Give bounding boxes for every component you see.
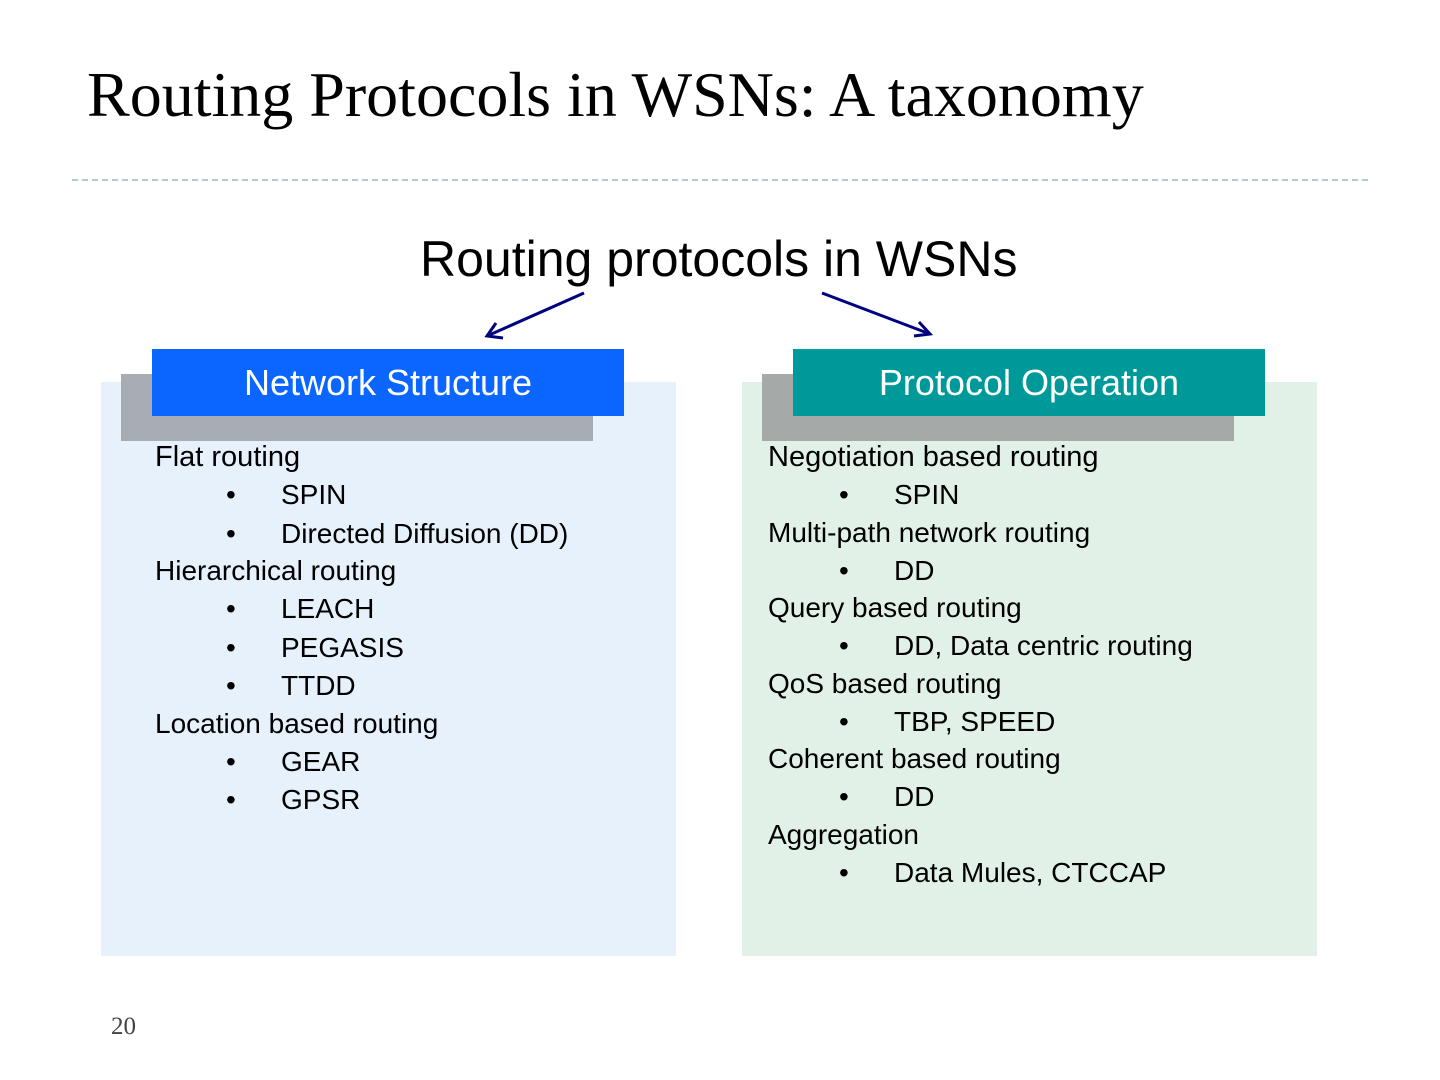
- group-title: Coherent based routing: [768, 743, 1061, 775]
- list-item-label: PEGASIS: [281, 631, 404, 663]
- list-item-label: DD: [894, 554, 935, 586]
- network-structure-panel: [101, 382, 676, 956]
- protocol-operation-header: Protocol Operation: [793, 349, 1265, 416]
- bullet-icon: •: [226, 517, 236, 549]
- bullet-icon: •: [839, 630, 849, 662]
- list-item-label: TBP, SPEED: [894, 705, 1056, 737]
- arrow-to-protocol-operation: [821, 291, 934, 338]
- network-structure-header: Network Structure: [152, 349, 624, 416]
- bullet-icon: •: [226, 631, 236, 663]
- list-item-label: Directed Diffusion (DD): [281, 517, 569, 549]
- group-title: QoS based routing: [768, 667, 1002, 699]
- list-item-label: SPIN: [281, 479, 347, 511]
- list-item: • TTDD: [155, 667, 568, 706]
- list-item: • DD: [768, 552, 1193, 591]
- group-title: Flat routing: [155, 441, 301, 473]
- group-title: Location based routing: [155, 707, 439, 739]
- list-item: • TBP, SPEED: [768, 703, 1193, 742]
- bullet-icon: •: [226, 593, 236, 625]
- protocol-operation-panel: [742, 382, 1317, 956]
- list-item-label: GEAR: [281, 745, 361, 777]
- list-item: • Data Mules, CTCCAP: [768, 854, 1193, 893]
- list-item: • SPIN: [155, 476, 568, 515]
- bullet-icon: •: [839, 479, 849, 511]
- bullet-icon: •: [839, 856, 849, 888]
- root-node-label: Routing protocols in WSNs: [420, 231, 1018, 287]
- list-item-label: SPIN: [894, 479, 960, 511]
- bullet-icon: •: [226, 784, 236, 816]
- list-item-label: TTDD: [281, 670, 356, 702]
- list-item: • DD, Data centric routing: [768, 627, 1193, 666]
- group-title: Negotiation based routing: [768, 441, 1099, 473]
- list-item: • SPIN: [768, 476, 1193, 515]
- title-divider: [72, 179, 1368, 181]
- page-number: 20: [111, 1013, 136, 1040]
- bullet-icon: •: [839, 781, 849, 813]
- list-item-label: DD, Data centric routing: [894, 630, 1193, 662]
- list-item: • PEGASIS: [155, 629, 568, 668]
- bullet-icon: •: [226, 670, 236, 702]
- list-item: • Directed Diffusion (DD): [155, 515, 568, 554]
- bullet-icon: •: [226, 745, 236, 777]
- list-item-label: LEACH: [281, 593, 375, 625]
- group-title: Aggregation: [768, 818, 920, 850]
- bullet-icon: •: [226, 479, 236, 511]
- list-item-label: DD: [894, 781, 935, 813]
- list-item: • LEACH: [155, 590, 568, 629]
- list-item-label: GPSR: [281, 784, 361, 816]
- bullet-icon: •: [839, 705, 849, 737]
- protocol-operation-list: Negotiation based routing • SPIN Multi-pa…: [768, 438, 1193, 892]
- arrow-to-network-structure: [484, 291, 585, 340]
- group-title: Query based routing: [768, 592, 1022, 624]
- slide-title: Routing Protocols in WSNs: A taxonomy: [87, 59, 1144, 130]
- list-item-label: Data Mules, CTCCAP: [894, 856, 1167, 888]
- list-item: • DD: [768, 778, 1193, 817]
- group-title: Multi-path network routing: [768, 516, 1091, 548]
- list-item: • GPSR: [155, 781, 568, 820]
- group-title: Hierarchical routing: [155, 555, 397, 587]
- network-structure-list: Flat routing • SPIN • Directed Diffusion (…: [155, 438, 568, 820]
- bullet-icon: •: [839, 554, 849, 586]
- list-item: • GEAR: [155, 743, 568, 782]
